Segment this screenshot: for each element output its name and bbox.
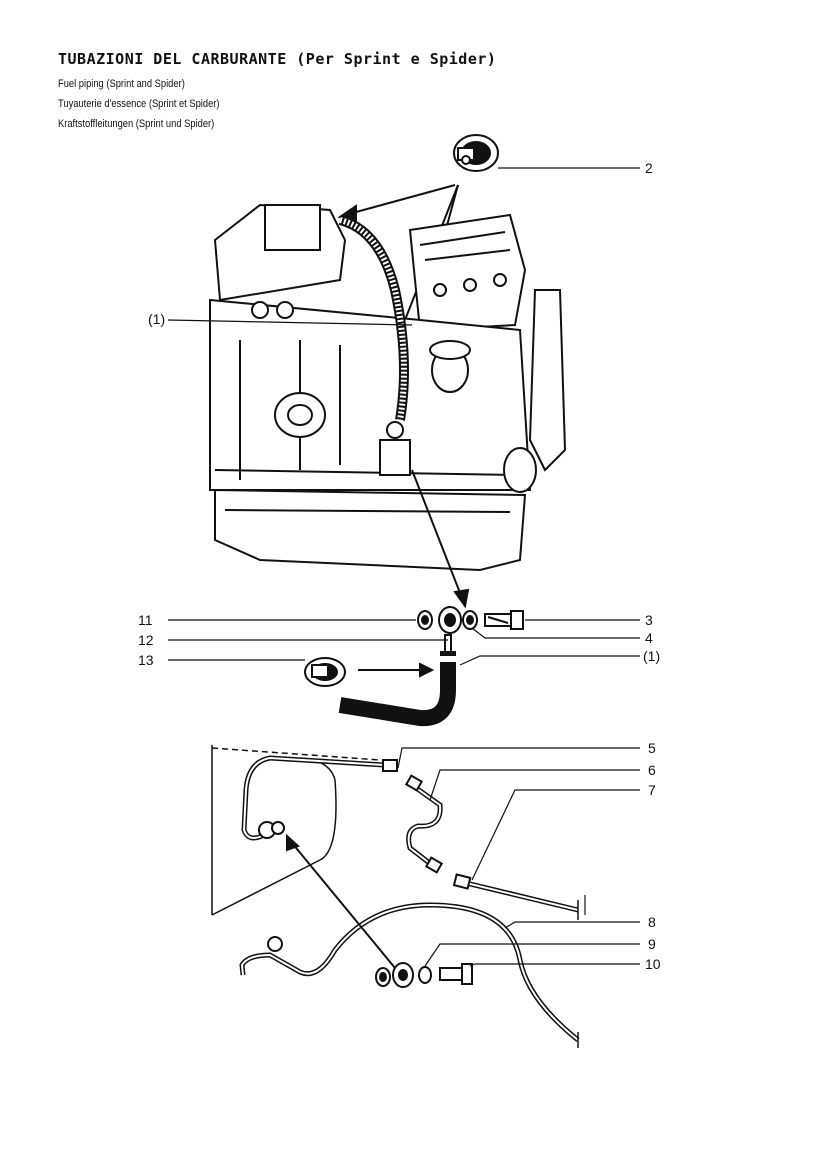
leader-4 <box>471 627 640 639</box>
fuel-line-6 <box>404 774 444 874</box>
fuel-line-5 <box>241 755 398 841</box>
arrow-clamp-to-hose <box>358 662 435 678</box>
title-block: TUBAZIONI DEL CARBURANTE (Per Sprint e S… <box>58 50 496 134</box>
callout-4: 4 <box>645 630 653 646</box>
callout-2: 2 <box>645 160 653 176</box>
leader-5 <box>397 747 640 769</box>
flexible-hose-hatch <box>339 662 454 725</box>
engine-block <box>209 203 567 572</box>
subtitle-german: Kraftstoffleitungen (Sprint und Spider) <box>58 118 215 130</box>
callout-6: 6 <box>648 762 656 778</box>
callout-8: 8 <box>648 914 656 930</box>
leader-1-hose <box>459 655 640 666</box>
bracket-outline <box>211 745 381 916</box>
callout-1-hose: (1) <box>643 648 660 664</box>
callout-7: 7 <box>648 782 656 798</box>
leader-6 <box>429 769 640 801</box>
leader-7 <box>471 789 640 881</box>
leader-9 <box>424 943 640 967</box>
callout-5: 5 <box>648 740 656 756</box>
subtitle-french: Tuyauterie d'essence (Sprint et Spider) <box>58 98 220 110</box>
leader-10 <box>469 963 640 967</box>
callout-13: 13 <box>138 652 154 668</box>
banjo-assembly <box>417 606 524 656</box>
arrow-pump-to-banjo <box>411 469 470 609</box>
fuel-line-8 <box>239 895 586 1048</box>
fuel-line-7 <box>452 873 579 920</box>
callout-3: 3 <box>645 612 653 628</box>
arrow-lower-banjo-to-fitting <box>286 833 396 969</box>
callout-10: 10 <box>645 956 661 972</box>
lower-banjo-assembly <box>375 962 473 988</box>
subtitle-english: Fuel piping (Sprint and Spider) <box>58 78 185 90</box>
callout-11: 11 <box>138 612 153 628</box>
leader-1-engine <box>167 319 413 326</box>
hose-clamp-2 <box>453 134 499 172</box>
hose-clamp-13 <box>304 657 346 687</box>
callout-9: 9 <box>648 936 656 952</box>
engine-fuel-hose-hatch <box>339 217 407 421</box>
callout-1-engine: (1) <box>148 311 165 327</box>
callout-12: 12 <box>138 632 154 648</box>
page-title: TUBAZIONI DEL CARBURANTE (Per Sprint e S… <box>58 50 497 68</box>
leader-8 <box>504 921 640 929</box>
